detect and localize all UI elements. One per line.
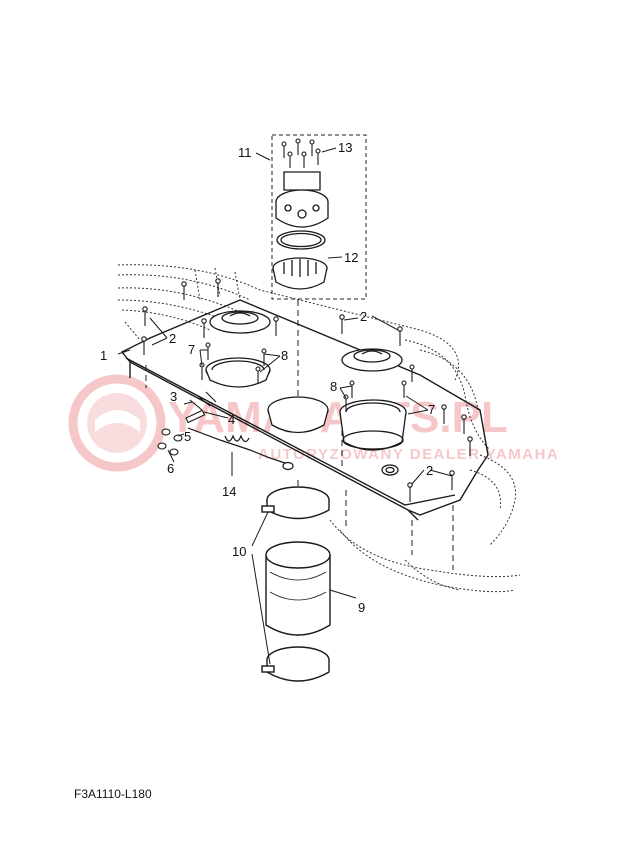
callout-7-left: 7 bbox=[188, 342, 195, 357]
hull-outline-dotted bbox=[117, 264, 521, 593]
small-hardware bbox=[157, 391, 217, 456]
callout-3: 3 bbox=[170, 389, 177, 404]
callout-7-right: 7 bbox=[428, 402, 435, 417]
screws bbox=[141, 278, 473, 502]
callout-5: 5 bbox=[184, 429, 191, 444]
callout-6: 6 bbox=[167, 461, 174, 476]
callout-8-right: 8 bbox=[330, 379, 337, 394]
part-13-screws bbox=[281, 138, 321, 168]
callout-12: 12 bbox=[344, 250, 358, 265]
callout-2-right: 2 bbox=[360, 309, 367, 324]
callout-1: 1 bbox=[100, 348, 107, 363]
watermark-main-text: YAMAPARTS.PL bbox=[168, 393, 508, 442]
part-9-hose bbox=[265, 541, 331, 636]
callout-2-left: 2 bbox=[169, 331, 176, 346]
callout-4: 4 bbox=[228, 412, 235, 427]
leader-lines bbox=[117, 147, 453, 665]
callout-13: 13 bbox=[338, 140, 352, 155]
figure-code: F3A1110-L180 bbox=[74, 787, 152, 801]
part-11-group-box bbox=[271, 134, 367, 300]
callout-labels: 1 2 2 2 3 4 5 6 7 7 8 8 9 10 11 12 13 14 bbox=[100, 140, 435, 615]
watermark-logo-icon bbox=[68, 374, 166, 472]
callout-14: 14 bbox=[222, 484, 236, 499]
part-11-pump-cover bbox=[275, 171, 329, 228]
callout-11: 11 bbox=[238, 145, 252, 160]
callout-9: 9 bbox=[358, 600, 365, 615]
part-14-cable bbox=[187, 427, 294, 471]
panel-openings bbox=[267, 396, 399, 476]
part-10-clamps bbox=[261, 486, 330, 682]
cup-holder-left bbox=[205, 310, 271, 388]
part-12-seal-assembly bbox=[272, 230, 328, 290]
deck-panel bbox=[120, 299, 489, 521]
callout-2-lower: 2 bbox=[426, 463, 433, 478]
watermark-sub-text: AUTORYZOWANY DEALER YAMAHA bbox=[258, 446, 559, 463]
callout-10: 10 bbox=[232, 544, 246, 559]
cup-holder-right bbox=[339, 348, 407, 451]
callout-8-left: 8 bbox=[281, 348, 288, 363]
